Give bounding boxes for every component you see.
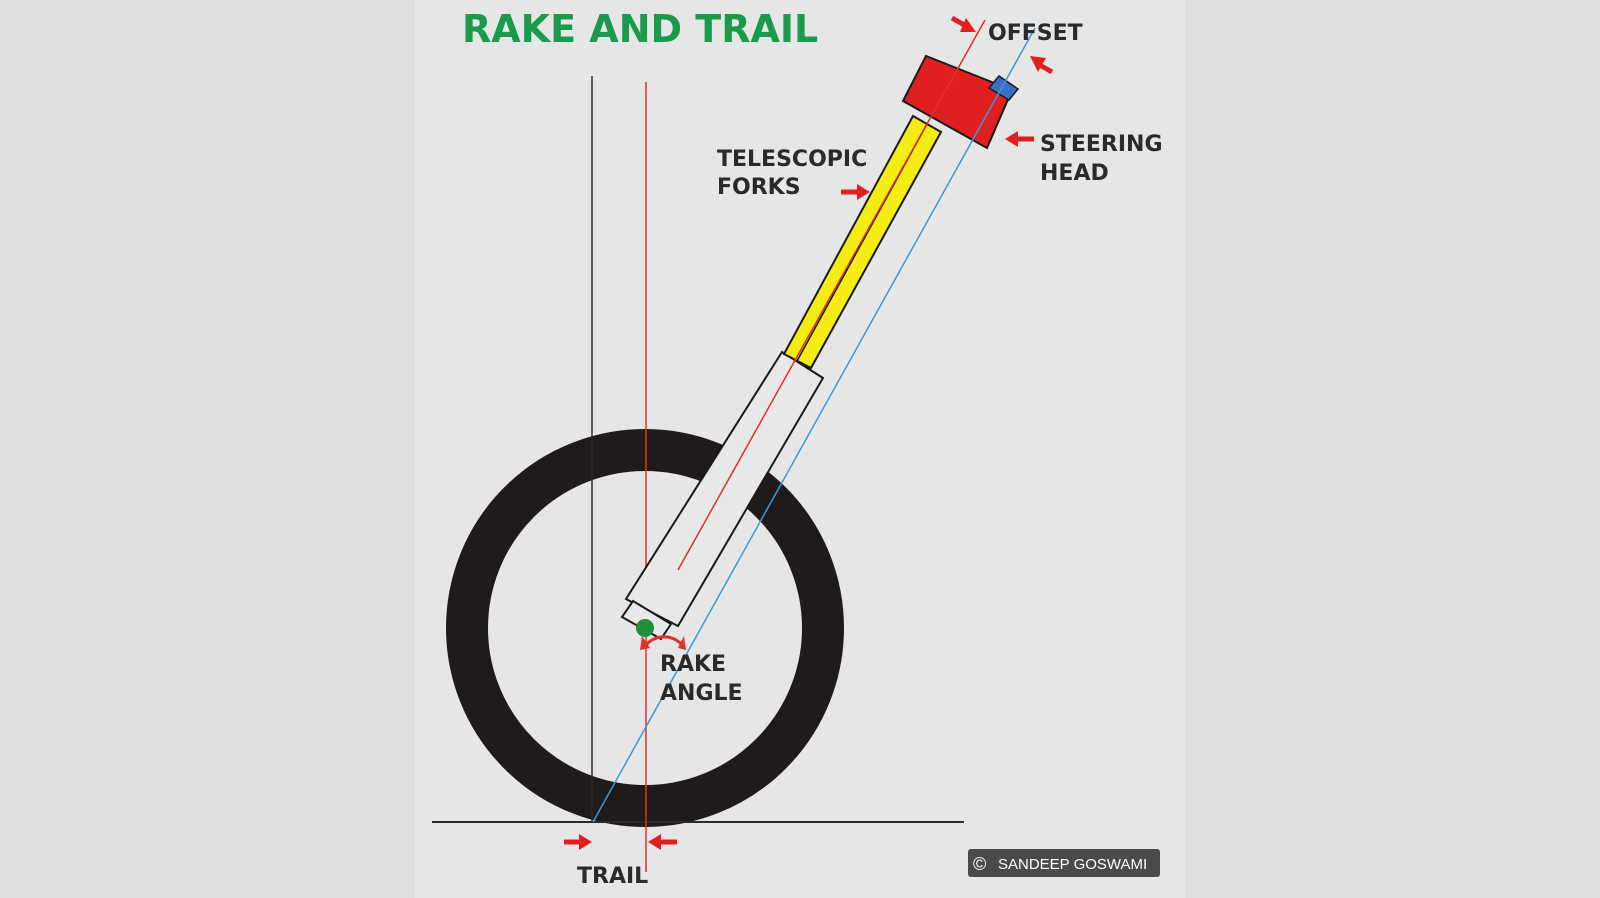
steering-head-label-line1: STEERING: [1040, 132, 1163, 157]
copyright-text: SANDEEP GOSWAMI: [998, 856, 1147, 873]
rake-angle-arc: [644, 635, 684, 647]
diagram-title: RAKE AND TRAIL: [462, 7, 818, 51]
telescopic-forks-label-line1: TELESCOPIC: [717, 147, 867, 172]
rake-angle-label-line1: RAKE: [660, 652, 726, 677]
steering-head-label-line2: HEAD: [1040, 161, 1109, 186]
rake-angle-label-line2: ANGLE: [660, 681, 743, 706]
offset-arrow-left: [950, 15, 976, 32]
steering-head-arrow: [1005, 131, 1034, 147]
trail-arrow-right: [648, 834, 677, 850]
steering-axis-line: [592, 27, 1036, 823]
rake-angle-arrow-left: [640, 636, 650, 650]
front-tyre: [446, 429, 844, 827]
copyright-badge: © SANDEEP GOSWAMI: [968, 849, 1160, 877]
offset-arrow-right: [1030, 56, 1054, 75]
steering-head-cap: [987, 74, 1020, 101]
rake-angle-arrow-right: [678, 636, 686, 650]
copyright-symbol: ©: [973, 854, 986, 874]
trail-arrow-left: [564, 834, 592, 850]
front-axle: [636, 619, 654, 637]
telescopic-forks-arrow: [841, 184, 870, 200]
telescopic-forks-label-line2: FORKS: [717, 175, 801, 200]
trail-label: TRAIL: [577, 864, 648, 889]
copyright-badge-bg: [968, 849, 1160, 877]
offset-label: OFFSET: [988, 21, 1083, 46]
fork-centerline: [677, 19, 986, 571]
